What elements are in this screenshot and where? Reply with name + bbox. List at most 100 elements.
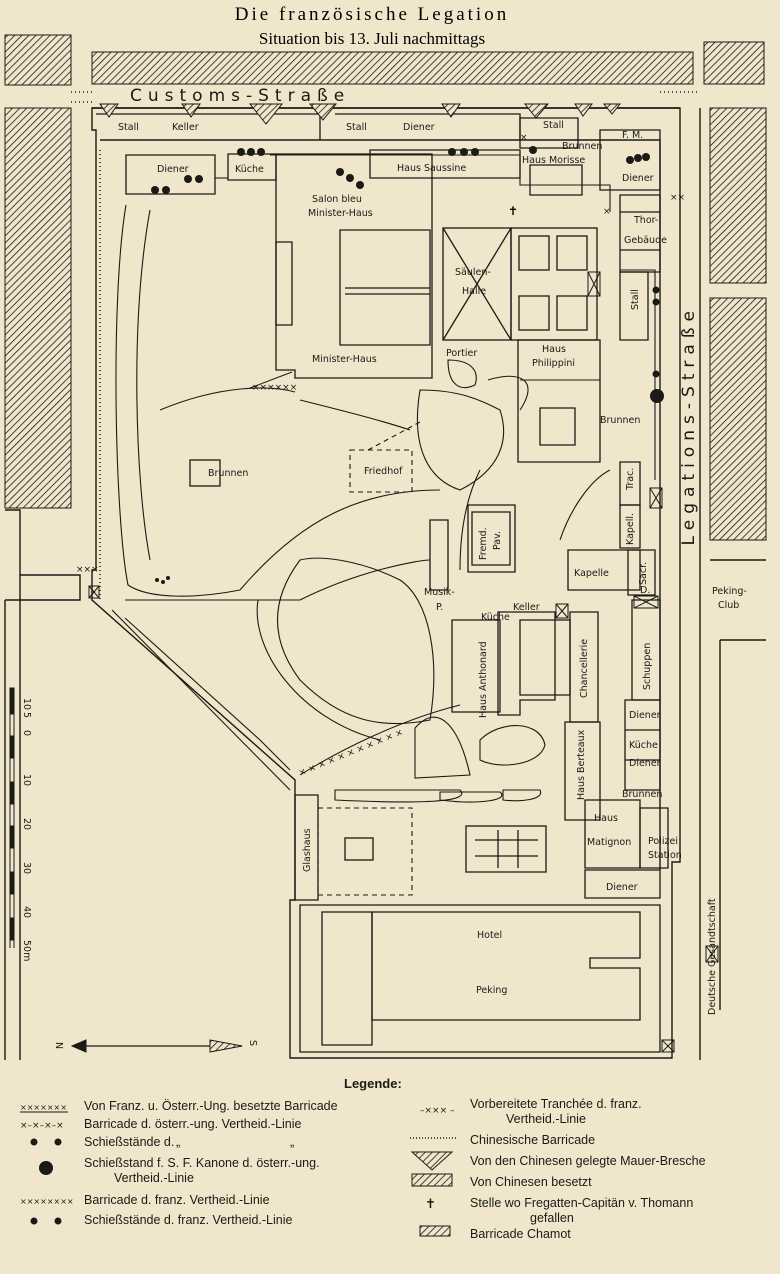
legend-right-item: Von Chinesen besetzt [470,1175,592,1189]
label-brunnen-2: Brunnen [600,415,640,426]
svg-text:×××××××: ××××××× [20,1103,67,1112]
label-fm: F. M. [622,130,643,141]
legend-left-symbols: ××××××× ×–×–×–× ×××××××× [20,1103,74,1225]
label-kueche-2: Küche [481,612,510,623]
label-brunnen-3: Brunnen [208,468,248,479]
label-stall-3: Stall [543,120,564,131]
label-thor: Thor- [633,215,658,226]
label-diener-6: Diener [606,882,638,893]
customs-street-label: Customs-Straße [130,86,350,106]
chinese-occupied-areas [4,34,767,541]
legend-right-item: Von den Chinesen gelegte Mauer-Bresche [470,1154,706,1168]
label-station: Station [648,850,682,861]
label-chancellerie: Chancellerie [579,639,590,698]
garden-paths [111,204,611,803]
svg-text:✝: ✝ [425,1197,436,1212]
label-haus-philippini-2: Philippini [532,358,575,369]
label-haus-anthonard: Haus Anthonard [478,641,489,718]
label-friedhof: Friedhof [364,466,403,477]
scale-tick: 30 [21,862,32,874]
scale-tick: 40 [21,906,32,918]
legend: Legende: ××××××× ×–×–×–× ×××××××× Von Fr… [20,1076,706,1241]
dashed-features [317,421,421,896]
label-haus-philippini-1: Haus [542,344,566,355]
label-gebaeude: Gebäude [624,235,667,246]
label-haus-morisse: Haus Morisse [522,155,585,166]
label-peking: Peking [476,985,507,996]
label-diener-1: Diener [403,122,435,133]
legend-right-item: Stelle wo Fregatten-Capitän v. Thomann [470,1196,693,1210]
scale-bar [9,687,15,948]
label-minister-haus-2: Minister-Haus [312,354,377,365]
label-fremd: Fremd. [478,527,489,560]
label-salon-bleu: Salon bleu [312,194,362,205]
label-halle: Halle [462,286,486,297]
legend-ditto-1: „ [176,1135,180,1149]
label-saeulen: Säulen- [455,267,491,278]
scale-tick: 10 [21,774,32,786]
svg-text:××: ×× [670,193,685,203]
label-brunnen-1: Brunnen [562,141,602,152]
label-sacr: Sacr. [638,562,649,585]
label-haus-matignon-1: Haus [594,813,618,824]
label-stall-4: Stall [630,289,641,310]
legend-ditto-2: „ [290,1135,294,1149]
compass-n: N [53,1042,64,1049]
label-hotel: Hotel [477,930,502,941]
scale-tick: 20 [21,818,32,830]
label-pav: Pav. [492,531,503,550]
label-keller-1: Keller [172,122,199,133]
legend-left-item: Barricade d. österr.-ung. Vertheid.-Lini… [84,1117,302,1131]
label-musik: Musik- [424,587,455,598]
svg-text:××××××: ×××××× [252,383,297,393]
scale-labels: 10 5 0 10 20 30 40 50m [21,698,32,961]
label-peking-club-1: Peking- [712,586,747,597]
label-musik-p: P. [436,602,443,613]
label-portier: Portier [446,348,477,359]
label-schuppen: Schuppen [642,643,653,690]
legend-right-item: Vertheid.-Linie [506,1112,586,1126]
legend-right-item: Barricade Chamot [470,1227,571,1241]
svg-text:×××: ××× [76,565,99,575]
label-haus-berteaux: Haus Berteaux [576,729,587,800]
place-labels: Stall Keller Stall Diener Stall F. M. Br… [118,120,747,1015]
label-keller-2: Keller [513,602,540,613]
label-kueche-3: Küche [629,740,658,751]
legend-left-item: Von Franz. u. Österr.-Ung. besetzte Barr… [84,1099,338,1113]
legend-right-item: Chinesische Barricade [470,1133,595,1147]
scale-tick: 10 [21,698,32,710]
label-kapell: Kapell. [625,513,636,545]
french-defence-line [249,371,461,776]
legend-left-item: Vertheid.-Linie [114,1171,194,1185]
shooting-positions [151,146,664,584]
scale-tick: 0 [21,730,32,736]
label-trac: Trac. [625,468,636,491]
legend-left-item: Schießstände d. franz. Vertheid.-Linie [84,1213,293,1227]
thomann-cross-icon: ✝ [508,204,518,218]
chinese-barricade-lines [71,91,700,600]
austrian-defence-line [215,154,656,480]
label-stall-2: Stall [346,122,367,133]
label-diener-3: Diener [157,164,189,175]
label-peking-club-2: Club [718,600,739,611]
map-title: Die französische Legation [235,4,509,25]
label-brunnen-4: Brunnen [622,789,662,800]
legend-right-symbols: –××× – ✝ [410,1106,458,1237]
label-diener-2: Diener [622,173,654,184]
label-glashaus: Glashaus [302,828,313,872]
svg-text:××××××××: ×××××××× [20,1197,74,1206]
legend-left-item: Schießstand f. S. F. Kanone d. österr.-u… [84,1156,320,1170]
wall-breaches [99,103,622,125]
label-haus-matignon-2: Matignon [587,837,631,848]
buildings [96,113,669,1053]
legend-right-item: Vorbereitete Tranchée d. franz. [470,1097,642,1111]
barricade-boxes [88,271,719,1053]
svg-text:×–×–×–×: ×–×–×–× [20,1121,64,1131]
svg-text:× × × × × × × × × × ×: × × × × × × × × × × × [297,728,404,779]
label-minister-haus-1: Minister-Haus [308,208,373,219]
label-kapelle: Kapelle [574,568,609,579]
svg-text:×: × [603,207,611,217]
legend-left-item: Barricade d. franz. Vertheid.-Linie [84,1193,270,1207]
label-d: D. [640,585,650,596]
legend-right-item: gefallen [530,1211,574,1225]
